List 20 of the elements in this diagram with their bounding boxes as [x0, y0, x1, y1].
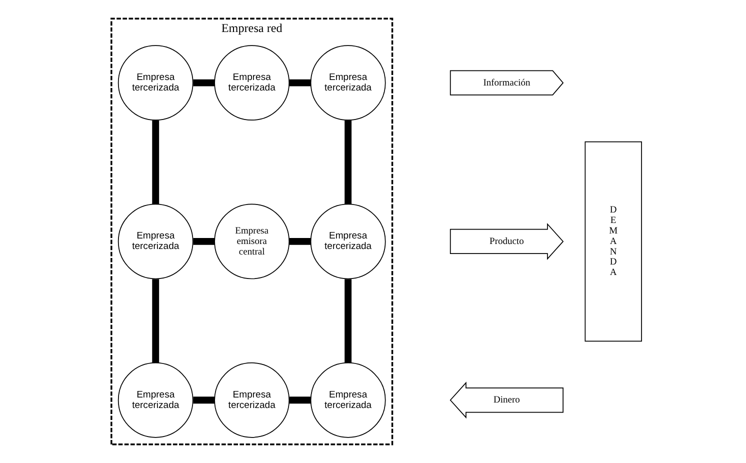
node-circle: Empresa tercerizada	[118, 362, 194, 438]
node-box: D E M A N D A	[584, 141, 642, 342]
connector	[193, 238, 214, 245]
node-circle: Empresa tercerizada	[310, 204, 386, 280]
node-circle: Empresa tercerizada	[118, 204, 194, 280]
node-circle: Empresa tercerizada	[118, 45, 194, 121]
node-circle: Empresa emisora central	[214, 204, 290, 280]
node-circle: Empresa tercerizada	[310, 362, 386, 438]
connector	[289, 396, 311, 404]
node-circle: Empresa tercerizada	[310, 45, 386, 121]
connector	[289, 79, 311, 86]
connector	[152, 120, 160, 204]
connector	[344, 120, 352, 204]
connector	[344, 279, 352, 363]
node-circle: Empresa tercerizada	[214, 45, 290, 121]
connector	[152, 279, 160, 363]
connector	[193, 79, 214, 86]
connector	[193, 396, 214, 404]
node-circle: Empresa tercerizada	[214, 362, 290, 438]
connector	[289, 238, 311, 245]
